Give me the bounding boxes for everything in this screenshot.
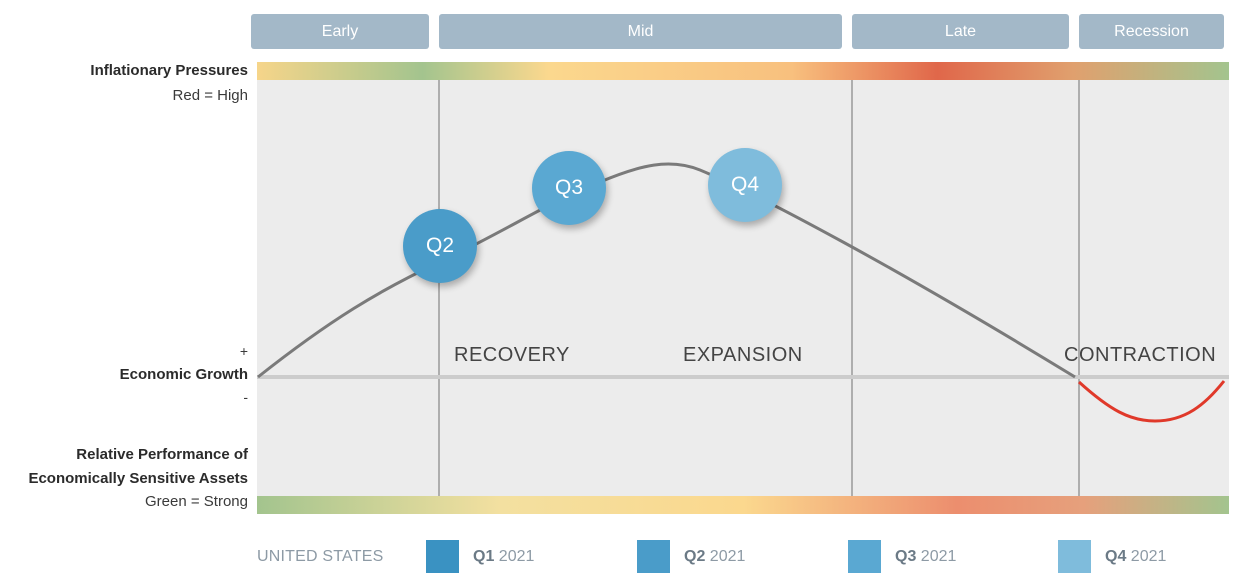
bubble-q2: Q2 [403,209,477,283]
legend-label-q2: Q2 2021 [684,547,746,565]
legend-swatch-q1 [426,540,459,573]
inflation-sub: Red = High [172,87,248,104]
legend-item-q4: Q4 2021 [1058,540,1166,573]
legend-swatch-q4 [1058,540,1091,573]
growth-label: Economic Growth [119,366,248,383]
growth-curve [257,162,1076,379]
performance-sub: Green = Strong [145,493,248,510]
inflation-title: Inflationary Pressures [90,62,248,79]
legend-swatch-q3 [848,540,881,573]
stage-contraction: CONTRACTION [1064,344,1217,366]
diagram-panel [257,80,1229,496]
inflation-gradient-bar [257,62,1229,80]
stage-recovery: RECOVERY [454,344,570,366]
bubble-q4: Q4 [708,148,782,222]
performance-title-line1: Relative Performance of [76,446,248,463]
legend-item-q3: Q3 2021 [848,540,956,573]
legend-label-q4: Q4 2021 [1105,547,1167,565]
legend-item-q1: Q1 2021 [426,540,534,573]
stage-expansion: EXPANSION [683,344,803,366]
growth-plus: + [239,343,248,359]
legend-item-q2: Q2 2021 [637,540,745,573]
legend-label-q1: Q1 2021 [473,547,535,565]
phase-early: Early [251,14,429,49]
phase-mid: Mid [439,14,842,49]
performance-gradient-bar [257,496,1229,514]
performance-title-line2: Economically Sensitive Assets [28,470,248,487]
recession-curve [1077,380,1226,423]
phase-recession: Recession [1079,14,1224,49]
growth-minus: - [243,389,248,405]
phase-late: Late [852,14,1069,49]
legend-swatch-q2 [637,540,670,573]
legend-label-q3: Q3 2021 [895,547,957,565]
legend-title: UNITED STATES [257,548,384,565]
bubble-q3: Q3 [532,151,606,225]
